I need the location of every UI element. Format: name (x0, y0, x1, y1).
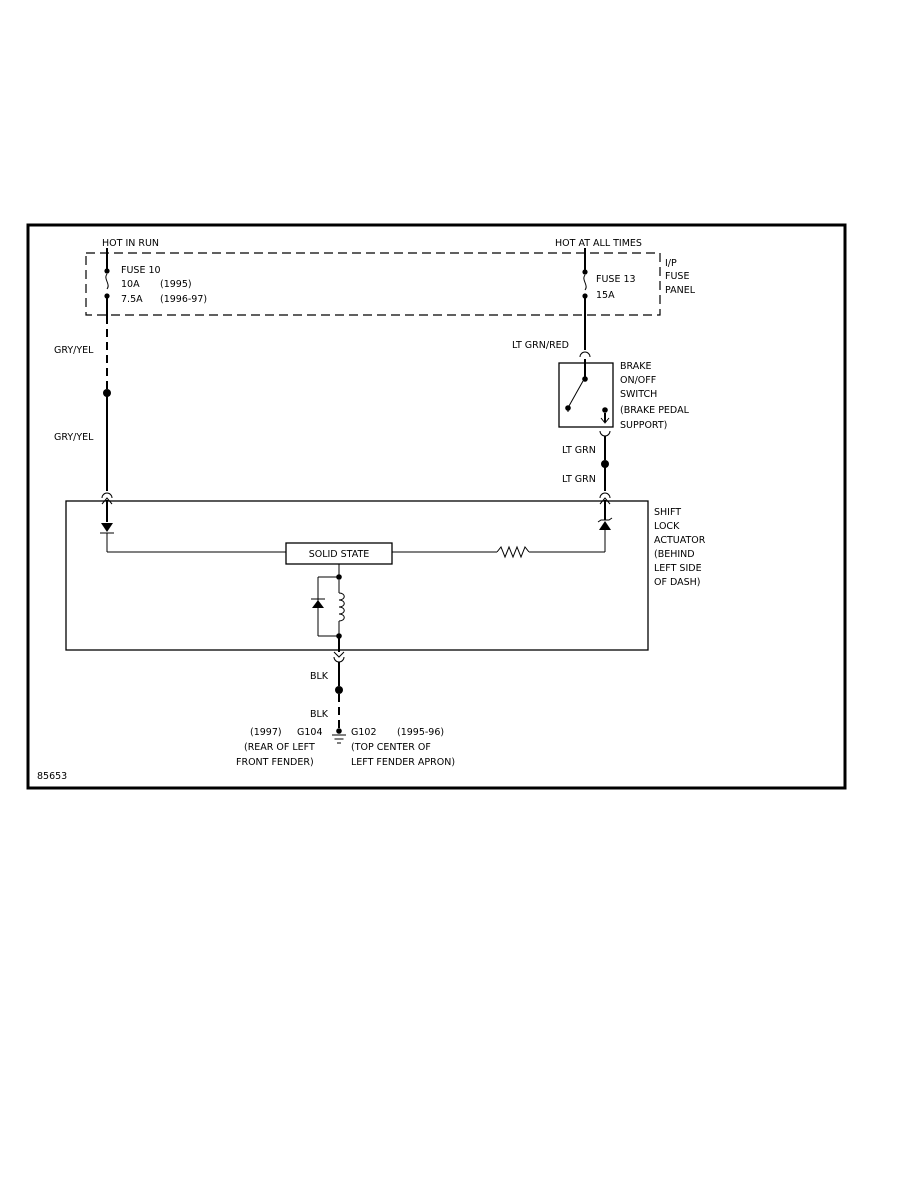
right-wire-upper-label: LT GRN/RED (512, 340, 569, 351)
brake-switch-label-5: SUPPORT) (620, 420, 667, 431)
ground-left-location-1: (REAR OF LEFT (244, 742, 315, 753)
fuse-10-rating-1: 10A (121, 279, 140, 290)
fuse-13-label: FUSE 13 (596, 274, 636, 285)
fuse-10-year-1: (1995) (160, 279, 192, 290)
ground-wire-upper-label: BLK (310, 671, 329, 682)
ground-left-name: G104 (297, 727, 323, 738)
right-wire-lower-label: LT GRN (562, 474, 596, 485)
brake-switch-label-1: BRAKE (620, 361, 651, 372)
ground-wire-lower-label: BLK (310, 709, 329, 720)
suppression-diode-icon (311, 598, 325, 608)
ground-left-year: (1997) (250, 727, 282, 738)
brake-switch-connector-bottom-icon (599, 430, 611, 437)
actuator-label-2: LOCK (654, 521, 680, 532)
ground-right-location-1: (TOP CENTER OF (351, 742, 431, 753)
solid-state-label: SOLID STATE (309, 549, 370, 560)
fuse-panel-box (85, 252, 661, 316)
right-splice-icon (601, 460, 609, 468)
ground-right-location-2: LEFT FENDER APRON) (351, 757, 455, 768)
actuator-label-4: (BEHIND (654, 549, 695, 560)
resistor-icon (496, 545, 530, 559)
actuator-label-1: SHIFT (654, 507, 681, 518)
shift-lock-actuator-box (65, 500, 649, 651)
diagram-frame (26, 223, 847, 790)
fuse-panel-label-3: PANEL (665, 285, 696, 296)
brake-switch-label-4: (BRAKE PEDAL (620, 405, 690, 416)
figure-id-label: 85653 (37, 771, 67, 782)
brake-switch-connector-top-icon (579, 351, 591, 358)
ground-connector-icon (333, 651, 345, 663)
solenoid-coil-icon (338, 592, 345, 622)
left-wire-upper-label: GRY/YEL (54, 345, 94, 356)
fuse-10-icon (104, 268, 110, 299)
left-wire-lower-label: GRY/YEL (54, 432, 94, 443)
ground-right-name: G102 (351, 727, 377, 738)
hot-at-all-times-label: HOT AT ALL TIMES (555, 238, 642, 249)
fuse-panel-label-2: FUSE (665, 271, 689, 282)
fuse-panel-label-1: I/P (665, 258, 677, 269)
fuse-10-label: FUSE 10 (121, 265, 161, 276)
fuse-13-icon (582, 269, 588, 299)
right-connector-icon (599, 492, 611, 505)
ground-symbol-icon (332, 728, 346, 744)
brake-switch-icon (565, 380, 584, 411)
actuator-label-3: ACTUATOR (654, 535, 706, 546)
right-wire-mid-label: LT GRN (562, 445, 596, 456)
right-zener-diode-icon (597, 517, 613, 530)
brake-switch-label-2: ON/OFF (620, 375, 656, 386)
ground-splice-icon (335, 686, 343, 694)
fuse-13-rating: 15A (596, 290, 615, 301)
actuator-label-5: LEFT SIDE (654, 563, 702, 574)
left-connector-icon (101, 492, 113, 505)
left-diode-icon (100, 523, 114, 534)
left-splice-icon (103, 389, 111, 397)
ground-left-location-2: FRONT FENDER) (236, 757, 314, 768)
ground-right-year: (1995-96) (397, 727, 444, 738)
actuator-label-6: OF DASH) (654, 577, 701, 588)
fuse-10-year-2: (1996-97) (160, 294, 207, 305)
fuse-10-rating-2: 7.5A (121, 294, 143, 305)
brake-switch-label-3: SWITCH (620, 389, 657, 400)
hot-in-run-label: HOT IN RUN (102, 238, 159, 249)
